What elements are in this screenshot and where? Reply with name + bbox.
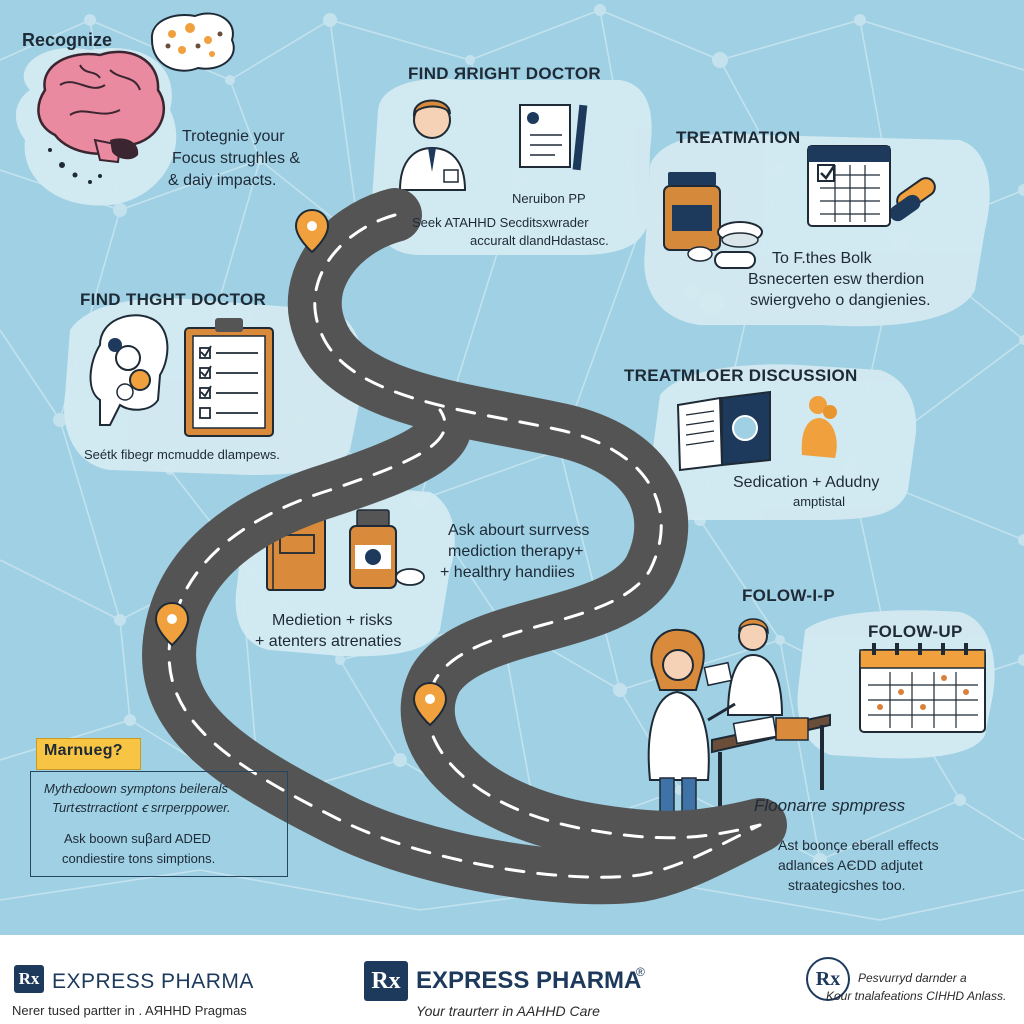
followup-title-a: FOLOW-I-P [742, 586, 836, 605]
treatment-top-title: TREATMATION [676, 128, 801, 147]
brain-icon [37, 50, 166, 164]
recognize-desc-1: Trotegnie your [182, 128, 285, 145]
rx-logo-icon: Rx [806, 957, 850, 1001]
doctor-standing-icon [703, 618, 784, 716]
treatment-top-desc-2: Bsnecerten esw therdion [748, 271, 925, 288]
doctor-card-icon [519, 104, 588, 171]
medication-bottle-icon [349, 509, 425, 589]
calendar-icon [807, 145, 891, 227]
find-doctor-left-title: FIND THGHT DOCTOR [80, 290, 267, 309]
treatment-top-desc-3: swiergveho o dangienies. [750, 292, 931, 309]
head-profile-icon [89, 314, 169, 426]
doctor-avatar-icon [398, 99, 467, 191]
find-doctor-left-desc: Seétk fibegr mcmudde dlampews. [84, 447, 280, 462]
myth-line-2: Turtꞓstrractiont ꞓ srrperppower. [52, 800, 231, 815]
recognize-title: Recognize [22, 30, 113, 50]
ask-caption-1: Medietion + risks [272, 612, 393, 629]
rx-logo-icon: Rx [14, 965, 44, 993]
find-doctor-top-title: FIND ЯRIGHT DOCTOR [408, 64, 601, 83]
symptoms-desc-3: straategicshes too. [788, 877, 906, 893]
myth-line-4: condiestire tons simptions. [62, 851, 216, 866]
recognize-desc-3: & daiy impacts. [168, 172, 277, 189]
background-network [0, 4, 1024, 921]
desk-icon [711, 713, 831, 820]
symptoms-desc-1: Ast boonꞔe eberall effects [778, 837, 939, 853]
footer-center-tagline: Your traurterr in AAHHD Care [416, 1003, 600, 1019]
pills-icon [687, 177, 936, 269]
symptoms-desc-2: adlances AЄDD adjutet [778, 857, 923, 873]
myth-line-1: Mythꞓdoown symptons beilerals [44, 781, 228, 796]
myth-line-3: Ask boown suꞵard ADED [64, 831, 211, 846]
footer-right-tagline-1: Pesvurryd darnder a [858, 971, 967, 985]
footer-right-tagline-2: Kour tnalafeations CIHHD Anlass. [826, 989, 1007, 1003]
discussion-title: TREATMLOER DISCUSSION [624, 366, 858, 385]
footer: Rx EXPRESS PHARMA Nerer tused partter in… [0, 935, 1024, 1024]
infographic-scene: Marnueg? Recognize Trotegnie your Focus … [0, 0, 1024, 935]
followup-title-b: FOLOW-UP [868, 622, 963, 641]
followup-calendar-icon [859, 643, 986, 733]
find-doctor-top-desc-2: accuralt dlandHdastasc. [470, 233, 609, 248]
symptoms-title: Floonarre spmpress [754, 796, 906, 815]
doctor-card-label: Neruibon PP [512, 191, 586, 206]
ask-desc-2: mediction therapy+ [448, 543, 584, 560]
medicine-bottle-icon [663, 172, 721, 251]
footer-center-brand: EXPRESS PHARMA [416, 967, 642, 994]
footer-left-tagline: Nerer tused partter in . AЯHHD Pragmas [12, 1003, 247, 1018]
recognize-desc-2: Focus strughles & [172, 150, 301, 167]
people-figure-icon [801, 396, 837, 458]
myth-tag-label: Marnueg? [44, 742, 123, 759]
ask-desc-1: Ask abourt surrvess [448, 522, 590, 539]
ask-desc-3: + healthry handiies [440, 564, 575, 581]
discussion-desc-2: amptistal [793, 494, 846, 509]
myth-box [30, 771, 288, 877]
rx-logo-icon: Rx [364, 961, 408, 1001]
footer-left-brand: EXPRESS PHARMA [52, 970, 254, 993]
ask-caption-2: + atenters atrenaties [255, 633, 402, 650]
footer-center-reg: ® [636, 965, 645, 979]
clipboard-checklist-icon [184, 318, 274, 437]
open-book-icon [676, 390, 771, 472]
treatment-top-desc-1: To F.thes Bolk [772, 250, 872, 267]
myth-tag [36, 738, 141, 770]
find-doctor-top-desc-1: Seek ATAHHD Secditsxwrader [412, 215, 589, 230]
discussion-desc-1: Sedication + Adudny [733, 474, 880, 491]
